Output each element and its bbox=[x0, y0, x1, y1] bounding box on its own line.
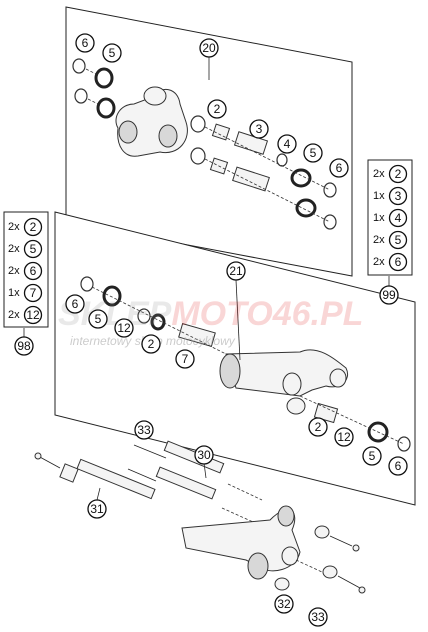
callout-top-5[interactable]: 5 bbox=[102, 43, 122, 63]
lower-shafts-30 bbox=[127, 440, 263, 527]
callout-mid-2b[interactable]: 2 bbox=[308, 417, 328, 437]
svg-text:12: 12 bbox=[337, 430, 351, 444]
middle-pull-rod bbox=[219, 349, 348, 397]
svg-text:12: 12 bbox=[117, 321, 131, 335]
svg-text:32: 32 bbox=[277, 597, 291, 611]
svg-text:2: 2 bbox=[214, 102, 221, 116]
leader-30 bbox=[203, 462, 207, 479]
svg-text:6: 6 bbox=[395, 255, 402, 269]
callout-top-5b[interactable]: 5 bbox=[303, 143, 323, 163]
svg-text:20: 20 bbox=[202, 41, 216, 55]
svg-text:30: 30 bbox=[197, 448, 211, 462]
kit-98-row: 2x 5 bbox=[8, 239, 43, 259]
svg-text:1x: 1x bbox=[8, 287, 20, 299]
svg-text:4: 4 bbox=[284, 137, 291, 151]
svg-text:31: 31 bbox=[90, 502, 104, 516]
callout-mid-2a[interactable]: 2 bbox=[141, 334, 161, 354]
callout-33-bottom[interactable]: 33 bbox=[308, 607, 328, 627]
callout-mid-6b[interactable]: 6 bbox=[388, 456, 408, 476]
kit-98-row: 1x 7 bbox=[8, 283, 43, 303]
kit-99-row: 1x 3 bbox=[373, 186, 408, 206]
watermark-brand-right: MOTO46.PL bbox=[171, 295, 363, 333]
middle-seal-rings-left bbox=[80, 276, 227, 355]
callout-top-4[interactable]: 4 bbox=[277, 134, 297, 154]
top-seal-rings-upper bbox=[72, 58, 116, 119]
leader-21 bbox=[235, 279, 241, 361]
top-bushings-row2 bbox=[190, 147, 337, 230]
svg-text:33: 33 bbox=[137, 423, 151, 437]
svg-text:5: 5 bbox=[369, 449, 376, 463]
lower-link-housing bbox=[181, 505, 301, 580]
svg-text:6: 6 bbox=[30, 264, 37, 278]
svg-text:1x: 1x bbox=[373, 190, 385, 202]
kit-99-row: 2x 5 bbox=[373, 230, 408, 250]
svg-text:2x: 2x bbox=[8, 309, 20, 321]
callout-mid-5[interactable]: 5 bbox=[88, 309, 108, 329]
svg-text:5: 5 bbox=[395, 233, 402, 247]
callout-99[interactable]: 99 bbox=[379, 285, 399, 305]
svg-text:2x: 2x bbox=[373, 234, 385, 246]
svg-text:98: 98 bbox=[17, 339, 31, 353]
leader-31 bbox=[96, 487, 101, 501]
svg-text:6: 6 bbox=[336, 161, 343, 175]
callout-33-top[interactable]: 33 bbox=[134, 420, 154, 440]
svg-text:2: 2 bbox=[148, 337, 155, 351]
svg-text:2: 2 bbox=[30, 220, 37, 234]
callout-31[interactable]: 31 bbox=[87, 499, 107, 519]
svg-text:3: 3 bbox=[256, 122, 263, 136]
callout-30[interactable]: 30 bbox=[194, 445, 214, 465]
svg-text:2x: 2x bbox=[8, 265, 20, 277]
callout-top-6b[interactable]: 6 bbox=[329, 158, 349, 178]
lower-nuts-bolts bbox=[274, 525, 366, 594]
svg-text:33: 33 bbox=[311, 610, 325, 624]
callout-mid-12a[interactable]: 12 bbox=[114, 318, 134, 338]
kit-99-row: 1x 4 bbox=[373, 208, 408, 228]
top-rocker-link bbox=[115, 86, 188, 157]
callout-21[interactable]: 21 bbox=[226, 261, 246, 281]
callout-top-6[interactable]: 6 bbox=[75, 33, 95, 53]
callout-mid-12b[interactable]: 12 bbox=[334, 427, 354, 447]
svg-text:1x: 1x bbox=[373, 212, 385, 224]
svg-text:2x: 2x bbox=[373, 256, 385, 268]
svg-text:3: 3 bbox=[395, 189, 402, 203]
callout-mid-6[interactable]: 6 bbox=[65, 294, 85, 314]
kit-98-row: 2x 12 bbox=[8, 305, 43, 325]
svg-text:5: 5 bbox=[109, 46, 116, 60]
svg-text:5: 5 bbox=[310, 146, 317, 160]
svg-text:2x: 2x bbox=[8, 243, 20, 255]
svg-text:99: 99 bbox=[382, 288, 396, 302]
svg-text:2x: 2x bbox=[8, 221, 20, 233]
kit-98-row: 2x 6 bbox=[8, 261, 43, 281]
callout-top-3[interactable]: 3 bbox=[249, 119, 269, 139]
svg-text:2: 2 bbox=[315, 420, 322, 434]
callout-98[interactable]: 98 bbox=[14, 336, 34, 356]
top-bushings-row1 bbox=[190, 115, 337, 198]
svg-text:2x: 2x bbox=[373, 168, 385, 180]
lower-shaft-31 bbox=[34, 452, 156, 500]
svg-text:12: 12 bbox=[26, 308, 40, 322]
kit-99-list: 2x 2 1x 3 1x 4 2x 5 2x 6 bbox=[373, 164, 408, 272]
kit-99-row: 2x 6 bbox=[373, 252, 408, 272]
callout-mid-5b[interactable]: 5 bbox=[362, 446, 382, 466]
svg-text:7: 7 bbox=[30, 286, 37, 300]
svg-text:6: 6 bbox=[395, 459, 402, 473]
svg-text:2: 2 bbox=[395, 167, 402, 181]
svg-text:7: 7 bbox=[182, 352, 189, 366]
callout-mid-7[interactable]: 7 bbox=[175, 349, 195, 369]
panel-top-assembly bbox=[65, 6, 353, 277]
svg-text:5: 5 bbox=[30, 242, 37, 256]
kit-98-row: 2x 2 bbox=[8, 217, 43, 237]
svg-text:4: 4 bbox=[395, 211, 402, 225]
callout-32[interactable]: 32 bbox=[274, 594, 294, 614]
kit-98-list: 2x 2 2x 5 2x 6 1x 7 2x 12 bbox=[8, 217, 43, 325]
callout-top-2[interactable]: 2 bbox=[207, 99, 227, 119]
svg-text:21: 21 bbox=[229, 264, 243, 278]
callout-20[interactable]: 20 bbox=[199, 38, 219, 58]
kit-99-row: 2x 2 bbox=[373, 164, 408, 184]
svg-text:6: 6 bbox=[72, 297, 79, 311]
svg-text:5: 5 bbox=[95, 312, 102, 326]
svg-text:6: 6 bbox=[82, 36, 89, 50]
